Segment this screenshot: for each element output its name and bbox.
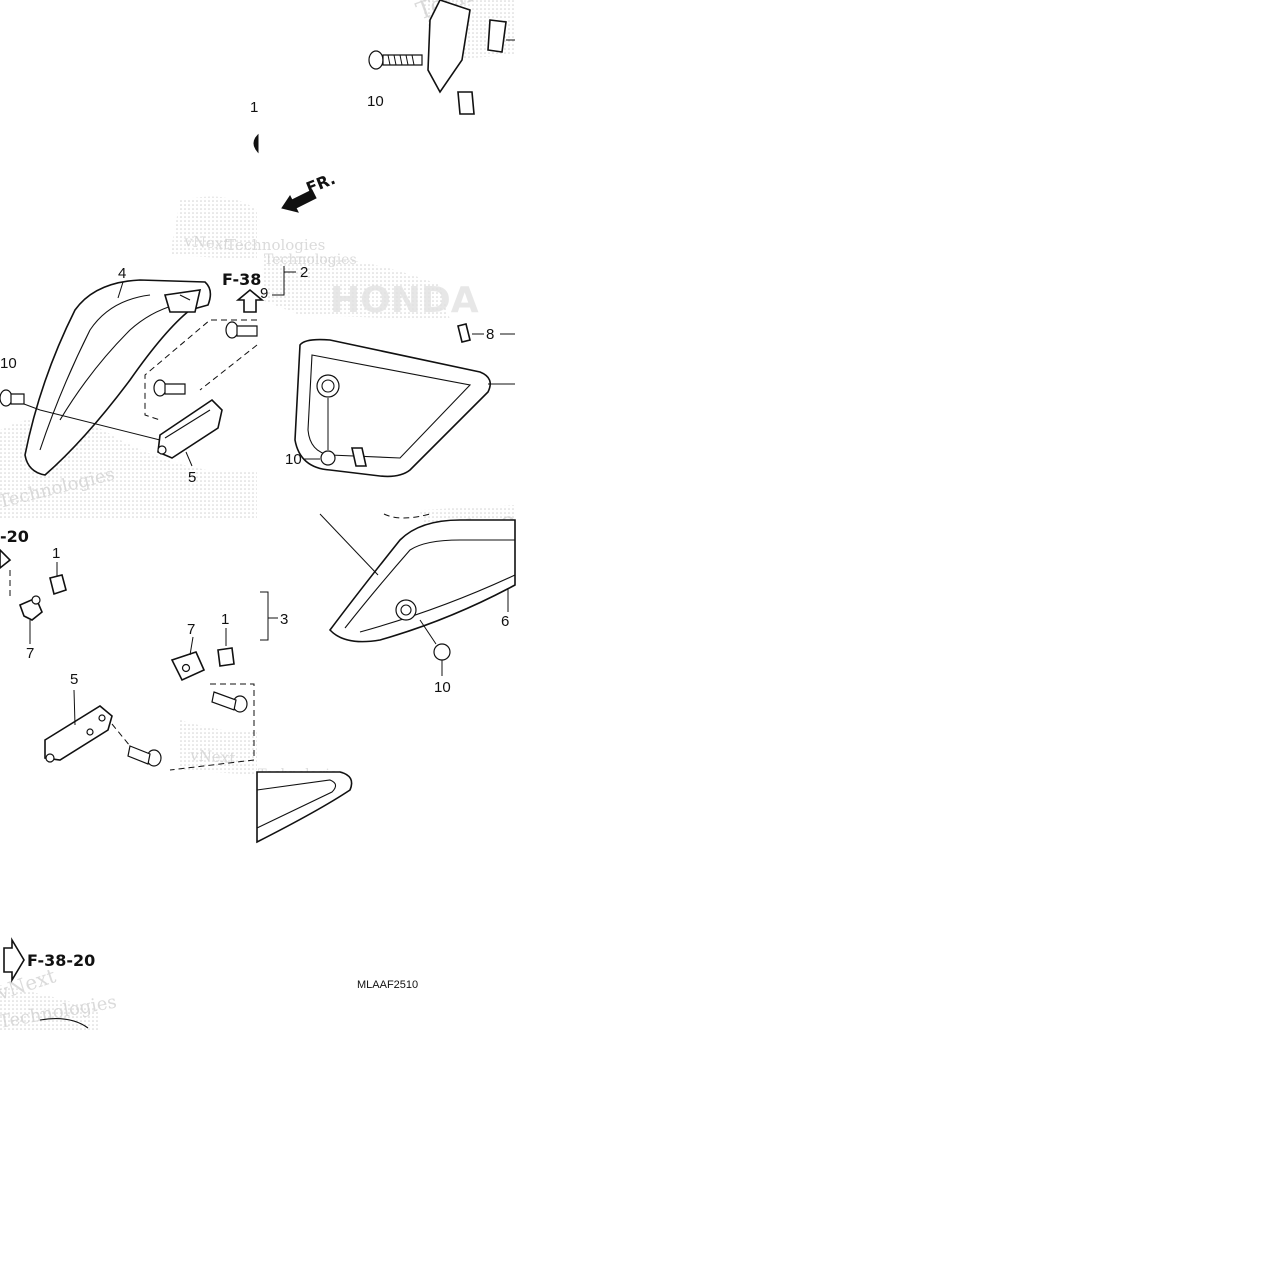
callout-10-low: 10	[434, 679, 451, 696]
callout-4: 4	[118, 265, 126, 282]
clip-part-1-a	[49, 562, 67, 596]
watermark-big: HONDA	[330, 280, 479, 321]
diagram-code: MLAAF2510	[357, 979, 418, 991]
callout-9: 9	[260, 285, 268, 302]
front-arrow-icon: FR.	[281, 169, 338, 213]
front-marker: FR.	[303, 169, 338, 198]
watermark-dot-patches	[0, 0, 515, 1030]
callout-5-mid: 5	[188, 469, 196, 486]
callout-7-b: 7	[187, 621, 195, 638]
dashed-guide-mid	[144, 319, 257, 421]
leader-2-9	[272, 266, 296, 296]
clip-part-1-b	[217, 628, 235, 667]
side-cover-part-4	[24, 279, 212, 476]
cover-part-6	[328, 519, 516, 643]
bottom-partial-line	[39, 1018, 89, 1029]
bolt-left	[0, 389, 161, 441]
watermark-text-7: vNext	[189, 746, 236, 767]
bracket-part-5-mid	[157, 398, 223, 459]
reference-arrow-bottom-icon	[3, 937, 25, 983]
callout-6: 6	[501, 613, 509, 630]
callout-10-top: 10	[367, 93, 384, 110]
side-cover-panel	[294, 338, 515, 478]
bolt-low-1	[211, 691, 248, 713]
clip-nut-part-7-a	[18, 595, 43, 644]
callout-10-cover: 10	[285, 451, 302, 468]
watermark-text-1: vNext	[183, 232, 230, 253]
ref-left: -20	[0, 527, 29, 546]
bolt-low-right	[419, 619, 451, 676]
bolt-low-2	[111, 723, 162, 767]
watermark-text-3: Technologies	[264, 252, 357, 268]
lower-panel-inner	[256, 779, 337, 829]
lower-panel-partial	[256, 771, 353, 844]
callout-8: 8	[486, 326, 494, 343]
reference-arrow-mid-icon	[235, 288, 265, 313]
callout-1-top: 1	[250, 99, 258, 116]
dashed-guide-mid-2	[199, 344, 258, 391]
bolt-cover	[304, 398, 336, 466]
clip-nut-part-7-b	[170, 636, 206, 682]
ref-f38-mid: F-38	[222, 270, 261, 289]
bracket-3	[260, 591, 278, 641]
dashed-guide-low	[169, 683, 255, 771]
callout-2: 2	[300, 264, 308, 281]
ref-bottom: F-38-20	[27, 951, 95, 970]
bolt-mid-2	[153, 379, 186, 397]
bracket-part-5-low	[44, 689, 113, 763]
callout-1-a: 1	[52, 545, 60, 562]
leader-6-top	[319, 513, 379, 576]
watermark-text-2: Technologies	[226, 236, 325, 254]
upper-bracket-part	[427, 0, 515, 115]
callout-10-left: 10	[0, 355, 17, 372]
callout-7-a: 7	[26, 645, 34, 662]
dashed-guide-right	[383, 513, 431, 519]
bolt-mid-1	[225, 321, 258, 339]
callout-3: 3	[280, 611, 288, 628]
clip-part-8	[457, 323, 515, 343]
callout-5-low: 5	[70, 671, 78, 688]
reference-arrow-left-icon	[0, 548, 12, 570]
bolt-top	[368, 50, 423, 70]
clip-partial-icon	[253, 133, 259, 154]
callout-1-b: 1	[221, 611, 229, 628]
